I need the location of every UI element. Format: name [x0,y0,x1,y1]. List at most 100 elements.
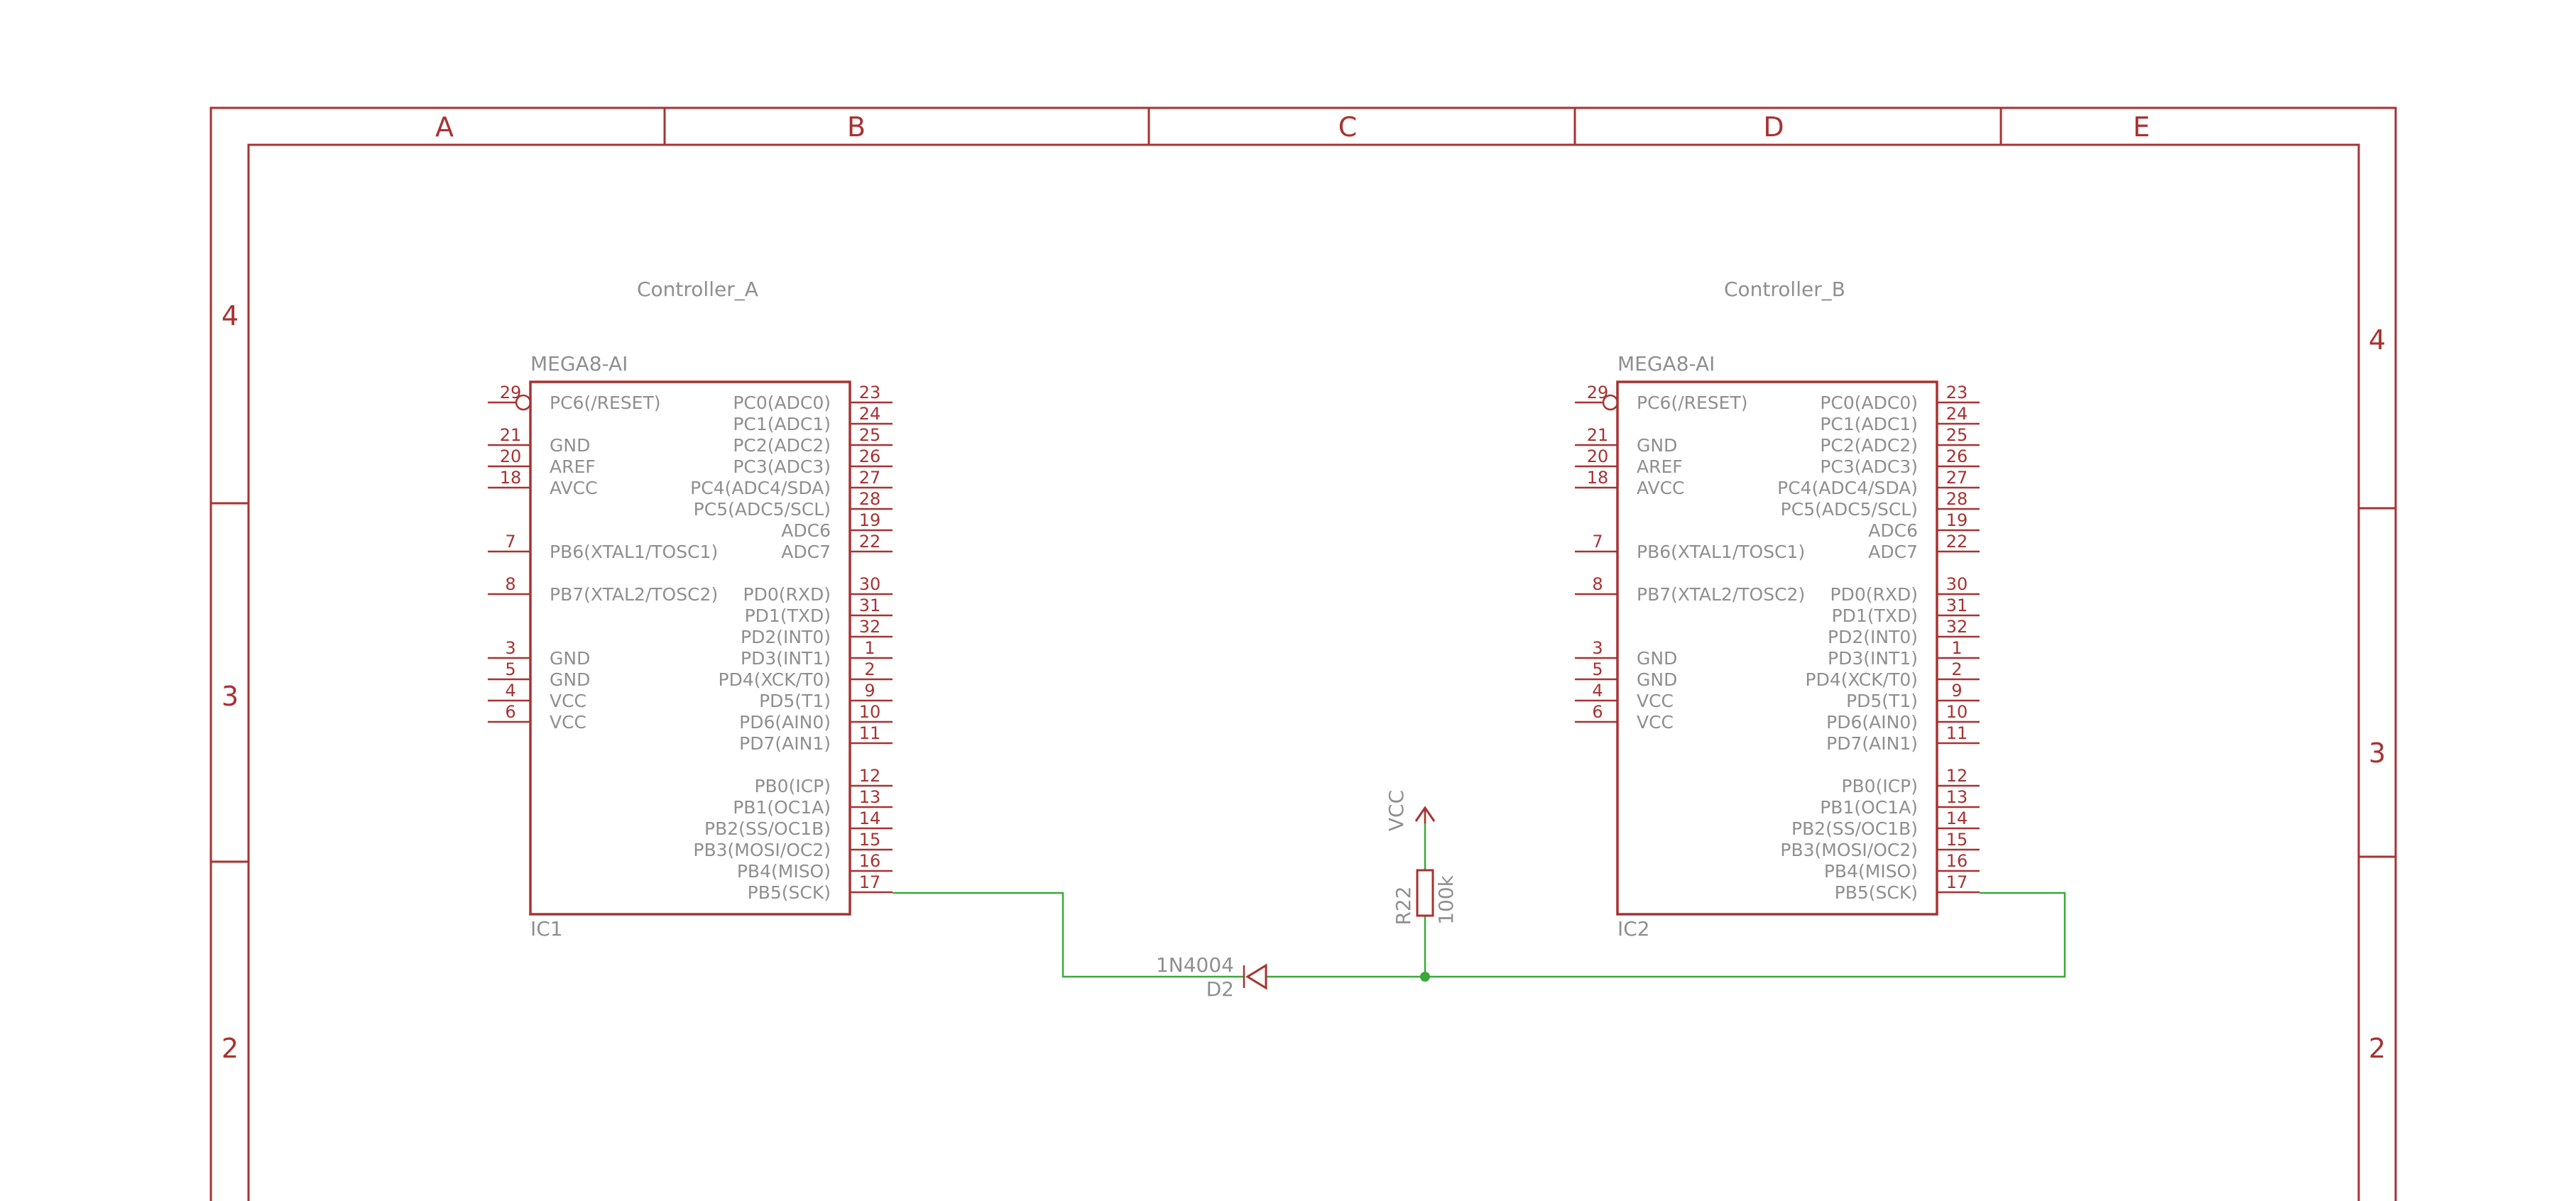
pin-number: 18 [500,468,522,488]
pin-number: 4 [505,681,515,701]
wire-ic1-sck [893,892,1244,978]
pin-number: 8 [1592,574,1603,594]
pin-name: VCC [550,691,586,711]
resistor-ref: R22 [1392,886,1415,925]
pin-name: PB5(SCK) [748,882,831,903]
pin-number: 14 [1946,808,1968,828]
pin-name: PD3(INT1) [741,648,831,669]
pin-number: 22 [1946,532,1968,552]
pin-number: 29 [500,383,522,402]
row-label-left: 2 [222,1033,239,1064]
pin-number: 28 [1946,489,1968,509]
pin-name: PC2(ADC2) [733,435,831,456]
column-label: A [435,111,454,143]
pin-number: 21 [1587,425,1609,445]
pin-number: 16 [859,851,881,871]
junction-dot [1420,972,1430,982]
pin-name: PB1(OC1A) [1820,797,1918,818]
pin-number: 7 [505,532,515,552]
pin-number: 15 [859,830,881,850]
pin-name: PB7(XTAL2/TOSC2) [1637,584,1805,605]
pin-number: 13 [1946,787,1968,807]
pin-name: PC0(ADC0) [1820,393,1918,413]
resistor-body [1416,869,1434,917]
vcc-supply: VCC [1385,790,1436,831]
column-label: E [2133,111,2150,143]
diode-d2: 1N4004 D2 [1156,953,1267,1001]
diode-ref: D2 [1206,977,1234,1001]
pin-number: 27 [1946,468,1968,488]
pin-name: VCC [1637,691,1674,711]
pin-name: PC4(ADC4/SDA) [1777,478,1918,498]
pin-name: AVCC [1637,478,1685,498]
pin-name: ADC7 [1868,542,1918,562]
pin-name: PC3(ADC3) [733,456,831,477]
pin-number: 25 [1946,425,1968,445]
pin-name: PD4(XCK/T0) [1806,669,1919,690]
pin-name: PD0(RXD) [1830,584,1919,605]
pin-number: 24 [859,404,881,424]
pin-name: PB2(SS/OC1B) [704,818,831,839]
pin-number: 7 [1592,532,1603,552]
pin-number: 5 [1592,659,1603,679]
pin-number: 22 [859,532,881,552]
pin-name: PC1(ADC1) [733,414,831,434]
pin-name: PB1(OC1A) [733,797,831,818]
pin-name: PB3(MOSI/OC2) [1780,840,1918,860]
pin-name: PB6(XTAL1/TOSC1) [1637,542,1805,562]
pin-number: 24 [1946,404,1968,424]
pin-name: PB4(MISO) [1824,861,1918,882]
diode-triangle [1245,963,1267,990]
pin-number: 3 [1592,638,1603,658]
ic-part-name: MEGA8-AI [530,352,628,375]
pin-number: 19 [859,510,881,530]
ic-ref: IC2 [1617,917,1650,940]
pin-number: 10 [1946,702,1968,722]
pin-number: 2 [864,659,875,679]
pin-number: 16 [1946,851,1968,871]
drawing-frame: A B C D E 4 3 2 4 3 2 [209,106,2397,1201]
pin-name: PD2(INT0) [741,627,831,647]
pin-name: VCC [1637,712,1674,733]
resistor-value: 100k [1434,874,1458,924]
pin-name: PB0(ICP) [1841,776,1918,796]
pin-name: PC2(ADC2) [1820,435,1918,456]
pin-name: GND [550,648,590,669]
ic-body [1616,380,1938,916]
row-label-right: 2 [2369,1033,2386,1064]
pin-name: GND [550,669,590,690]
pin-name: AVCC [550,478,598,498]
pin-number: 27 [859,468,881,488]
pin-name: PD6(AIN0) [739,712,831,733]
pin-number: 30 [859,574,881,594]
pin-name: PB2(SS/OC1B) [1791,818,1918,839]
pin-name: PC6(/RESET) [550,393,660,413]
pin-name: PB4(MISO) [737,861,831,882]
net-wires [893,811,2066,982]
pin-name: GND [550,435,590,456]
pin-number: 9 [864,681,875,701]
pin-name: PC0(ADC0) [733,393,831,413]
frame-inner-border [247,143,2360,1201]
pin-name: PD4(XCK/T0) [719,669,831,690]
pin-number: 32 [859,617,881,637]
pin-number: 31 [859,596,881,615]
pin-name: ADC6 [781,520,831,541]
pin-name: PC1(ADC1) [1820,414,1918,434]
pin-name: PB3(MOSI/OC2) [693,840,831,860]
frame-outer-border [209,106,2397,1201]
column-label: B [847,111,866,143]
pin-number: 26 [1946,446,1968,466]
wire-node-ic2-sck [1425,892,2066,978]
ic-ref: IC1 [530,917,563,940]
row-label-right: 3 [2369,737,2386,769]
pin-number: 3 [505,638,515,658]
pin-number: 23 [1946,383,1968,402]
pin-number: 12 [1946,766,1968,786]
pin-name: PD0(RXD) [743,584,831,605]
pin-name: GND [1637,648,1677,669]
pin-name: PD6(AIN0) [1826,712,1918,733]
pin-name: PD5(T1) [1846,691,1918,711]
pin-number: 17 [859,872,881,892]
